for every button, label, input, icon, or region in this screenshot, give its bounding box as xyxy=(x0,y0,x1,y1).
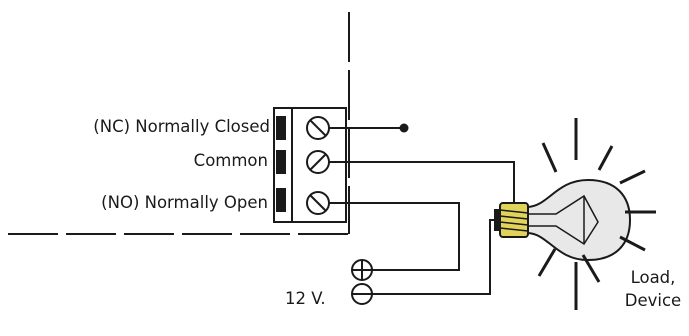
bulb-base xyxy=(499,202,529,238)
bulb-glass xyxy=(526,178,632,262)
supply-voltage-label: 12 V. xyxy=(285,289,326,308)
common-terminal-label: Common xyxy=(193,151,268,170)
bulb-contact xyxy=(494,209,501,231)
wires xyxy=(329,127,515,295)
nc-terminal-dot xyxy=(399,123,409,133)
nc-contact-bar xyxy=(276,116,286,140)
light-rays xyxy=(537,118,656,310)
common-contact-bar xyxy=(276,150,286,174)
relay-enclosure-border xyxy=(8,12,350,235)
minus-terminal-icon xyxy=(351,283,373,305)
nc-screw-icon xyxy=(306,116,330,140)
light-bulb-icon xyxy=(494,178,632,262)
bulb-filament xyxy=(527,194,599,246)
load-label-line1: Load, xyxy=(630,268,676,287)
common-wire xyxy=(329,161,515,204)
no-contact-bar xyxy=(276,188,286,212)
negative-wire xyxy=(362,219,496,295)
plus-terminal-icon xyxy=(351,259,373,281)
terminal-block xyxy=(273,107,347,223)
common-screw-icon xyxy=(306,150,330,174)
nc-terminal-label: (NC) Normally Closed xyxy=(93,117,270,136)
no-wire xyxy=(329,202,460,271)
bulb-base-threads xyxy=(499,209,529,232)
no-screw-icon xyxy=(306,191,330,215)
no-terminal-label: (NO) Normally Open xyxy=(101,193,268,212)
load-label-line2: Device xyxy=(624,291,682,310)
